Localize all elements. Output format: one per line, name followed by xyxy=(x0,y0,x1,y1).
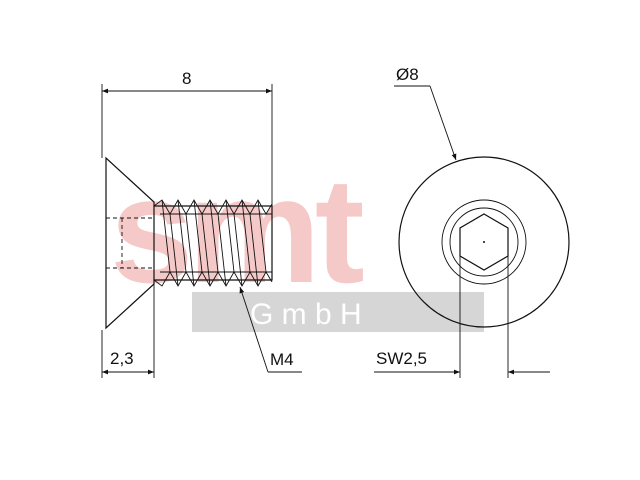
dimension-hex-socket-label: SW2,5 xyxy=(376,349,427,368)
dimension-hex-socket: SW2,5 xyxy=(374,256,550,378)
dimension-diameter: Ø8 xyxy=(394,65,457,161)
hex-socket xyxy=(459,213,509,271)
dimension-diameter-label: Ø8 xyxy=(396,65,419,84)
top-view xyxy=(398,156,570,328)
dimension-length: 8 xyxy=(101,69,273,206)
socket-inner-circle xyxy=(449,207,519,277)
watermark-logo: smt xyxy=(110,146,364,314)
watermark-subtitle: G m b H xyxy=(250,298,362,331)
dimension-length-label: 8 xyxy=(182,69,191,88)
thread-top xyxy=(153,199,273,215)
head-circle xyxy=(398,156,570,328)
dimension-head-height: 2,3 xyxy=(101,284,155,378)
center-point xyxy=(483,241,485,243)
side-view xyxy=(105,156,273,330)
socket-circle xyxy=(441,199,527,285)
thread-flanks xyxy=(161,199,267,287)
dimension-thread: M4 xyxy=(239,286,302,373)
dimension-thread-label: M4 xyxy=(270,350,294,369)
dimension-head-height-label: 2,3 xyxy=(110,349,134,368)
thread-bottom xyxy=(153,271,273,287)
